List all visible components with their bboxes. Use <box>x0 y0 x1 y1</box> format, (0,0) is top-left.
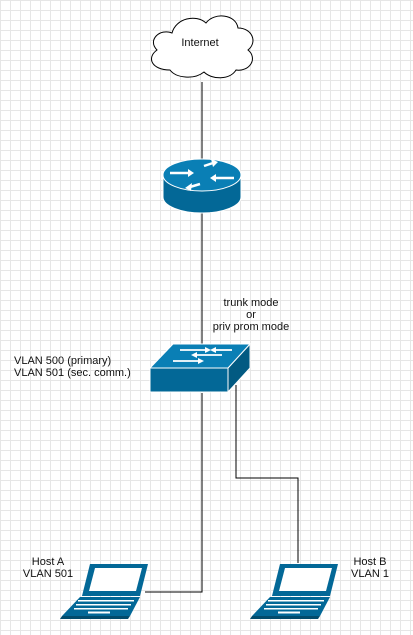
host-a-vlan: VLAN 501 <box>22 568 74 580</box>
host-b-vlan: VLAN 1 <box>351 568 389 580</box>
host-a-laptop-icon[interactable] <box>60 564 148 619</box>
switch-mode-label: trunk mode or priv prom mode <box>196 297 306 333</box>
link-switch-host-a <box>145 393 203 593</box>
host-b-label: Host B VLAN 1 <box>340 556 400 580</box>
host-a-label: Host A VLAN 501 <box>18 556 78 580</box>
switch-mode-line: trunk mode <box>223 297 279 309</box>
switch-mode-line: or <box>246 309 256 321</box>
switch-vlan-label: VLAN 500 (primary) VLAN 501 (sec. comm.) <box>14 355 131 379</box>
internet-cloud-icon[interactable] <box>151 15 254 79</box>
host-b-name: Host B <box>353 556 387 568</box>
switch-icon[interactable] <box>148 342 252 394</box>
switch-vlan-line: VLAN 500 (primary) <box>14 355 112 367</box>
internet-label: Internet <box>181 37 219 49</box>
host-a-name: Host A <box>31 556 65 568</box>
router-icon[interactable] <box>162 158 242 214</box>
network-links <box>145 82 299 593</box>
host-b-laptop-icon[interactable] <box>250 564 338 619</box>
link-switch-host-b <box>235 385 299 563</box>
switch-mode-line: priv prom mode <box>212 321 290 333</box>
switch-vlan-line: VLAN 501 (sec. comm.) <box>14 367 131 379</box>
